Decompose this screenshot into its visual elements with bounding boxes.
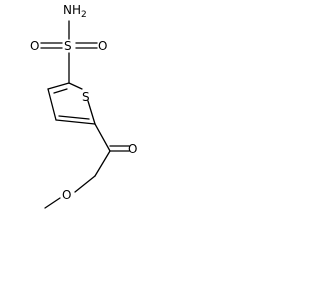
bond-ether-o-methyl	[44, 197, 61, 209]
molecule-structure: NH2 S O O S O O	[30, 3, 137, 209]
atom-ring-s: S	[82, 90, 90, 104]
atom-sulfonyl-o-right: O	[98, 39, 107, 53]
bond-carbonyl-ch2	[94, 150, 111, 177]
bond-c3-c2	[47, 82, 70, 90]
nh2-subscript: 2	[81, 10, 87, 20]
bond-c4-c3	[47, 88, 57, 121]
atom-nh2: NH2	[63, 3, 87, 20]
atom-ketone-o: O	[128, 142, 137, 156]
atom-ether-o: O	[62, 188, 71, 202]
bond-ch2-ether-o	[74, 175, 96, 193]
atom-sulfonyl-o-left: O	[30, 39, 39, 53]
atom-sulfonyl-s: S	[64, 39, 72, 53]
bond-c2-ring-s	[68, 82, 83, 90]
bond-c5-carbonyl	[94, 123, 111, 152]
bond-ring-s-c5	[87, 100, 96, 125]
bond-c5-c4-double	[58, 115, 90, 120]
bond-c3-c2-double	[53, 88, 68, 94]
nh-label: NH	[63, 3, 81, 17]
bond-c5-c4	[55, 119, 96, 125]
